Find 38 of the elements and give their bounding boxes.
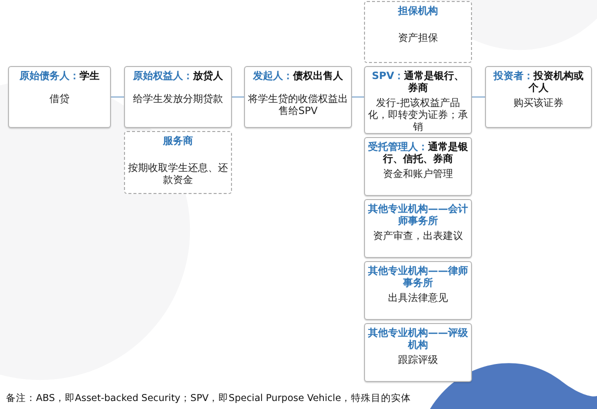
connector-line bbox=[352, 96, 364, 98]
connector-line bbox=[472, 96, 486, 98]
role-heading: SPV：通常是银行、券商 bbox=[370, 71, 466, 95]
dashed-role-box bbox=[364, 1, 472, 63]
role-heading: 投资者：投资机构或个人 bbox=[492, 71, 584, 95]
role-description: 按期收取学生还息、还款资金 bbox=[128, 163, 228, 187]
connector-line bbox=[232, 96, 244, 98]
role-box bbox=[364, 137, 472, 196]
role-heading: 受托管理人：通常是银行、信托、券商 bbox=[368, 142, 468, 166]
role-description: 借贷 bbox=[50, 94, 70, 106]
role-heading: 原始债务人：学生 bbox=[20, 71, 100, 83]
role-heading: 服务商 bbox=[163, 136, 193, 148]
dashed-role-box bbox=[124, 131, 232, 194]
role-description: 资产审查，出表建议 bbox=[373, 231, 463, 243]
role-heading: 发起人：债权出售人 bbox=[253, 71, 343, 83]
role-description: 出具法律意见 bbox=[388, 293, 448, 305]
role-description: 资产担保 bbox=[398, 33, 438, 45]
role-description: 将学生贷的收偿权益出售给SPV bbox=[248, 94, 348, 118]
role-box bbox=[364, 261, 472, 320]
role-description: 购买该证券 bbox=[514, 98, 564, 110]
role-heading: 担保机构 bbox=[398, 6, 438, 18]
role-box bbox=[364, 199, 472, 258]
role-box bbox=[8, 66, 111, 128]
role-box bbox=[364, 66, 472, 134]
role-heading: 原始权益人：放贷人 bbox=[133, 71, 223, 83]
connector-line bbox=[110, 96, 124, 98]
role-description: 给学生发放分期贷款 bbox=[133, 94, 223, 106]
role-heading: 其他专业机构——会计师事务所 bbox=[368, 204, 468, 228]
role-box bbox=[485, 66, 592, 128]
role-description: 资金和账户管理 bbox=[383, 169, 453, 181]
role-description: 跟踪评级 bbox=[398, 355, 438, 367]
role-box bbox=[124, 66, 232, 128]
role-box bbox=[244, 66, 352, 128]
role-heading: 其他专业机构——评级机构 bbox=[368, 328, 468, 352]
role-description: 发行-把该权益产品化，即转变为证券；承销 bbox=[368, 98, 468, 134]
footnote: 备注：ABS，即Asset-backed Security；SPV，即Special Purpose Vehicle，特殊目的实体 bbox=[6, 393, 412, 405]
role-box bbox=[364, 323, 472, 382]
role-heading: 其他专业机构——律师事务所 bbox=[368, 266, 468, 290]
